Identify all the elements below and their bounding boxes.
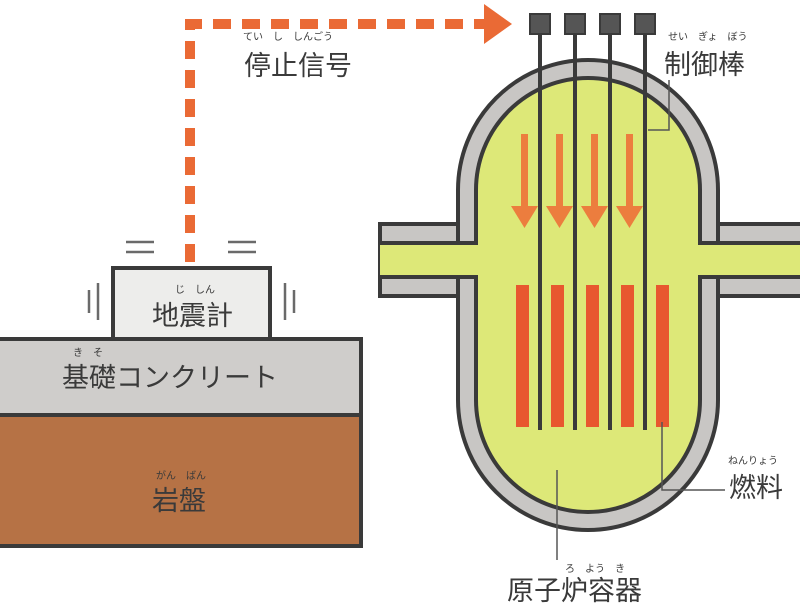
outlet-pipe-coolant	[690, 243, 800, 277]
fuel-rod	[516, 285, 529, 427]
vibration-icon	[87, 240, 296, 320]
down-arrow-icon	[616, 134, 643, 228]
bedrock-ruby: がん ばん	[156, 469, 206, 482]
fuel-label: 燃料	[729, 473, 783, 504]
stop-signal-label: 停止信号	[244, 51, 352, 82]
seismometer-ruby: じ しん	[175, 284, 215, 296]
control-rods-label: 制御棒	[664, 50, 745, 81]
seismometer	[111, 266, 272, 341]
foundation-concrete	[0, 337, 363, 417]
reactor-vessel-ruby: ろ よう き	[565, 563, 625, 575]
control-rods	[538, 30, 647, 430]
fuel-rod	[551, 285, 564, 427]
down-arrow-icons	[511, 134, 643, 228]
rod-drive	[599, 13, 621, 35]
fuel-rod	[621, 285, 634, 427]
fuel-ruby: ねんりょう	[728, 455, 778, 467]
rod-drive	[634, 13, 656, 35]
control-rods-ruby: せい ぎょ ぼう	[668, 30, 748, 43]
fuel-rod	[586, 285, 599, 427]
stop-signal-ruby: てい し しんごう	[243, 30, 333, 43]
fuel-rod	[656, 285, 669, 427]
down-arrow-icon	[546, 134, 573, 228]
bedrock	[0, 412, 363, 548]
inlet-opening	[470, 245, 482, 275]
control-rod-leader	[648, 80, 670, 131]
fuel-rods	[516, 285, 669, 427]
arrow-head-icon	[484, 4, 512, 44]
down-arrow-icon	[511, 134, 538, 228]
stop-signal-arrow	[185, 19, 492, 262]
foundation-label: 基礎コンクリート	[62, 363, 278, 394]
reactor-vessel-label: 原子炉容器	[507, 576, 642, 607]
rod-drive	[564, 13, 586, 35]
bedrock-label: 岩盤	[152, 486, 206, 517]
seismometer-label: 地震計	[152, 301, 233, 332]
rod-drive	[529, 13, 551, 35]
outlet-opening	[694, 245, 706, 275]
fuel-leader	[661, 422, 725, 491]
down-arrow-icon	[581, 134, 608, 228]
control-rod-drives	[529, 13, 656, 35]
foundation-ruby: き そ	[73, 347, 103, 359]
